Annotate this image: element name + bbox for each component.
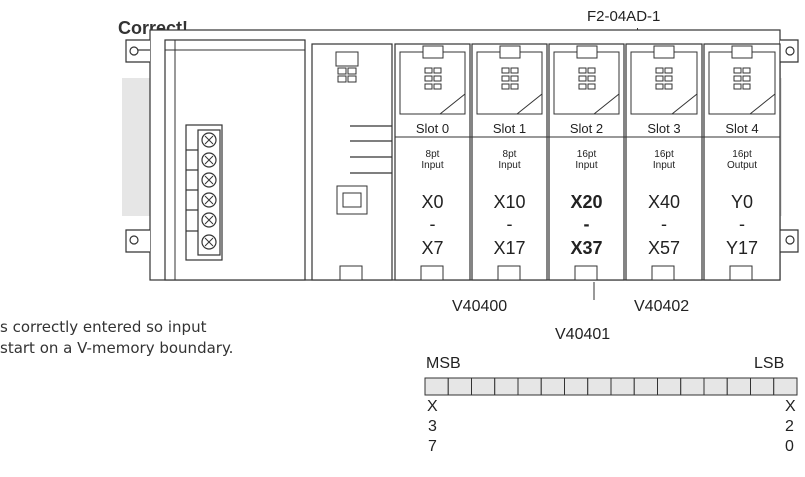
slot-type-1: 8pt Input xyxy=(498,149,521,171)
left-mount-bottom xyxy=(125,229,150,253)
register-bit-cell xyxy=(680,377,705,396)
cpu-indicator xyxy=(335,51,359,83)
register-bit-cell xyxy=(540,377,565,396)
register-msb-label: MSB xyxy=(426,355,461,372)
register-bits xyxy=(424,377,798,396)
register-right-bit-0: X xyxy=(785,398,796,415)
register-bit-cell xyxy=(703,377,728,396)
register-lsb-label: LSB xyxy=(754,355,785,372)
left-mount-top xyxy=(125,39,150,63)
module-headers xyxy=(399,51,776,115)
register-bit-cell xyxy=(633,377,658,396)
slot-dash-4: - xyxy=(739,214,745,234)
register-bit-cell xyxy=(564,377,589,396)
register-bit-cell xyxy=(750,377,775,396)
register-bit-cell xyxy=(494,377,519,396)
slot-end-4: Y17 xyxy=(725,238,759,258)
plc-rack xyxy=(122,29,799,300)
slot-start-1: X10 xyxy=(493,192,526,212)
slot-dash-0: - xyxy=(429,214,436,234)
terminal-strip xyxy=(185,124,223,261)
slot-type-4: 16pt Output xyxy=(726,149,758,171)
cpu-slots xyxy=(350,125,392,174)
right-mount-bottom xyxy=(780,229,799,253)
register-bit-cell xyxy=(424,377,449,396)
slot-start-3: X40 xyxy=(647,192,681,212)
register-right-bit-1: 2 xyxy=(785,418,794,435)
slot-end-3: X57 xyxy=(647,238,681,258)
register-bit-cell xyxy=(517,377,542,396)
register-left-bit-0: X xyxy=(427,398,438,415)
slot-start-2: X20 xyxy=(570,192,603,212)
vmem-left: V40400 xyxy=(452,298,508,315)
slot-dash-1: - xyxy=(506,214,513,234)
slot-type-0: 8pt Input xyxy=(421,149,444,171)
slot-label-4: Slot 4 xyxy=(725,121,759,136)
register-right-bit-2: 0 xyxy=(785,438,794,455)
slot-end-2: X37 xyxy=(570,238,603,258)
slot-start-4: Y0 xyxy=(730,192,754,212)
note-line-1: s correctly entered so input xyxy=(0,318,207,336)
register-left-bit-2: 7 xyxy=(428,438,437,455)
slot-dash-3: - xyxy=(661,214,667,234)
note-line-2: start on a V-memory boundary. xyxy=(0,339,234,357)
module-label: F2-04AD-1 xyxy=(587,8,661,25)
register-bit-cell xyxy=(657,377,682,396)
slot-label-2: Slot 2 xyxy=(569,121,604,136)
register-bit-cell xyxy=(610,377,635,396)
register-left-bit-1: 3 xyxy=(428,418,437,435)
vmem-middle: V40401 xyxy=(555,326,611,343)
slot-dash-2: - xyxy=(583,214,590,234)
cpu-port xyxy=(336,185,368,215)
slot-end-0: X7 xyxy=(421,238,444,258)
slot-type-2: 16pt Input xyxy=(575,149,598,171)
slot-label-0: Slot 0 xyxy=(415,121,450,136)
register-bit-cell xyxy=(447,377,472,396)
slot-start-0: X0 xyxy=(421,192,444,212)
led-indicators xyxy=(422,45,753,90)
register-bit-cell xyxy=(726,377,751,396)
vmem-right: V40402 xyxy=(634,298,690,315)
module-connectors xyxy=(420,265,753,281)
register-bit-cell xyxy=(773,377,798,396)
slot-label-1: Slot 1 xyxy=(492,121,527,136)
register-bit-cell xyxy=(471,377,496,396)
right-mount-top xyxy=(780,39,799,63)
slot-type-3: 16pt Input xyxy=(652,149,676,171)
register-bit-cell xyxy=(587,377,612,396)
slot-label-3: Slot 3 xyxy=(647,121,681,136)
slot-end-1: X17 xyxy=(493,238,526,258)
